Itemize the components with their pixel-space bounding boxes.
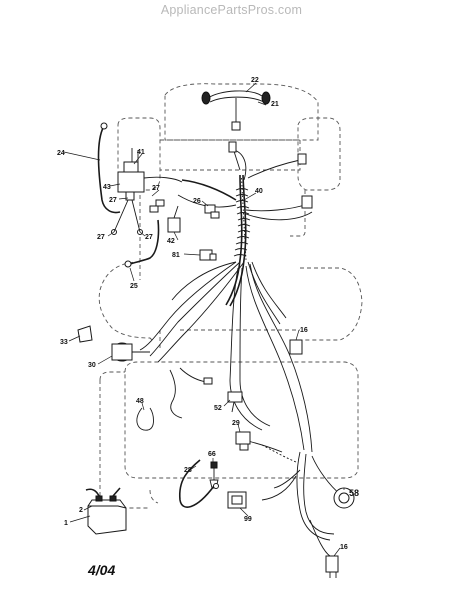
callout-labels: 22 21 24 41 43 27 27 27 27 26 40 42 81 2…	[57, 77, 359, 551]
watermark: AppliancePartsPros.com	[160, 3, 303, 17]
fuse-66	[209, 461, 219, 489]
callout-1: 1	[64, 520, 68, 527]
callout-66: 66	[208, 451, 216, 458]
callout-58: 58	[349, 488, 359, 498]
headlight-harness	[201, 90, 271, 153]
callout-27-a: 27	[109, 197, 117, 204]
main-harness	[139, 144, 341, 557]
part-81	[199, 249, 217, 261]
callout-43: 43	[103, 184, 111, 191]
ground-wire-24	[97, 122, 121, 214]
callout-25: 25	[130, 283, 138, 290]
right-fender-connectors	[297, 153, 313, 209]
callout-27-d: 27	[152, 185, 160, 192]
leader-lines	[63, 82, 345, 557]
switch-16-lower	[325, 555, 339, 578]
callout-52: 52	[214, 405, 222, 412]
cable-28	[178, 459, 219, 508]
callout-21: 21	[271, 101, 279, 108]
date-stamp: 4/04	[88, 562, 116, 578]
cable-48	[136, 407, 154, 431]
callout-29: 29	[232, 420, 240, 427]
ignition-switch-assembly	[111, 148, 183, 235]
callout-22: 22	[251, 77, 259, 84]
part-26	[204, 204, 220, 219]
callout-40: 40	[255, 188, 263, 195]
callout-27-c: 27	[145, 234, 153, 241]
ground-cable-25	[124, 219, 160, 268]
module-99	[227, 491, 247, 509]
callout-33: 33	[60, 339, 68, 346]
callout-99: 99	[244, 516, 252, 523]
callout-24: 24	[57, 150, 65, 157]
callout-16-lower: 16	[340, 544, 348, 551]
callout-48: 48	[136, 398, 144, 405]
harness-spiral	[233, 188, 251, 257]
switch-29	[235, 431, 251, 451]
switch-52	[227, 391, 243, 413]
connector-58	[333, 487, 355, 509]
callout-30: 30	[88, 362, 96, 369]
switch-16-upper	[289, 339, 303, 355]
solenoid-30	[111, 342, 150, 362]
rear-leads	[169, 367, 213, 419]
callout-16-upper: 16	[300, 327, 308, 334]
callout-28: 28	[184, 467, 192, 474]
battery-1	[85, 487, 127, 535]
part-42	[167, 205, 181, 233]
callout-42: 42	[167, 238, 175, 245]
callout-41: 41	[137, 149, 145, 156]
callout-81: 81	[172, 252, 180, 259]
callout-26: 26	[193, 198, 201, 205]
callout-27-b: 27	[97, 234, 105, 241]
callout-2: 2	[79, 507, 83, 514]
clip-33	[77, 325, 93, 343]
